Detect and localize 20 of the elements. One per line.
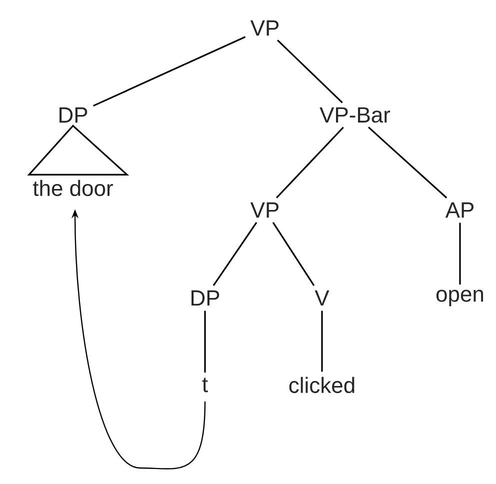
tree-label: open <box>436 290 484 306</box>
tree-label: VP <box>250 202 279 218</box>
tree-label: t <box>202 378 208 392</box>
branch-line <box>459 222 461 285</box>
branch-line <box>368 126 448 198</box>
branch-line <box>321 310 323 372</box>
tree-label: AP <box>445 202 474 218</box>
tree-label: V <box>314 290 330 306</box>
tree-label: DP <box>192 290 220 306</box>
tree-label: VP <box>250 20 279 36</box>
branch-line <box>212 222 258 286</box>
branch-line <box>92 36 246 107</box>
branch-line <box>272 222 315 286</box>
tree-label: the door <box>32 180 113 196</box>
branch-line <box>276 126 344 198</box>
tree-label: clicked <box>289 376 354 394</box>
tree-label: VP-Bar <box>320 107 390 123</box>
branch-line <box>277 40 343 104</box>
tree-label: DP <box>60 107 88 123</box>
branch-line <box>204 310 206 373</box>
